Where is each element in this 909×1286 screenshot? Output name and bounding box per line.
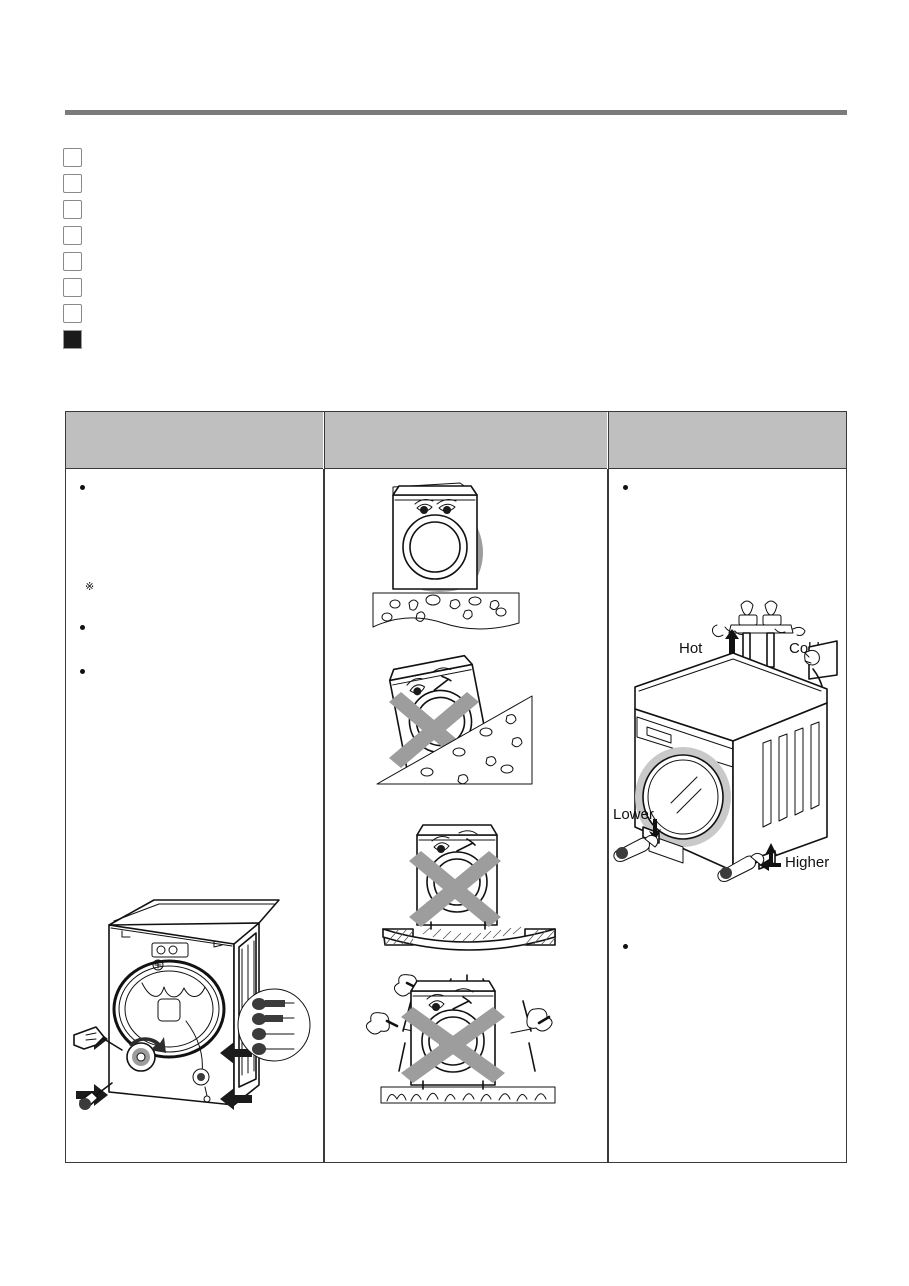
checklist-checkbox-7[interactable] — [63, 304, 82, 323]
table-divider-1 — [323, 469, 325, 1162]
label-higher: Higher — [785, 854, 829, 871]
table-divider-2 — [607, 469, 609, 1162]
header-rule — [65, 110, 847, 115]
table-header-col-3 — [608, 412, 846, 469]
table-cell-col-3: Hot Cold — [609, 469, 846, 1162]
checklist-checkbox-5[interactable] — [63, 252, 82, 271]
label-hot: Hot — [679, 640, 703, 657]
bullet-c1-2 — [80, 625, 85, 630]
bullet-c1-1 — [80, 485, 85, 490]
checklist-checkbox-2[interactable] — [63, 174, 82, 193]
connections-illustration: Hot Cold — [613, 591, 843, 882]
shipping-bolts-illustration — [73, 887, 324, 1117]
reference-mark-icon: ※ — [85, 581, 95, 593]
label-lower: Lower — [613, 806, 654, 823]
instruction-table: ※ — [65, 411, 847, 1163]
table-cell-col-2 — [325, 469, 607, 1162]
table-cell-col-1: ※ — [66, 469, 323, 1162]
sloped-floor-illustration — [367, 654, 567, 799]
bullet-c3-2 — [623, 944, 628, 949]
bullet-c1-3 — [80, 669, 85, 674]
bullet-c3-1 — [623, 485, 628, 490]
checklist-checkbox-3[interactable] — [63, 200, 82, 219]
checklist-checkbox-6[interactable] — [63, 278, 82, 297]
checklist-checkbox-4[interactable] — [63, 226, 82, 245]
checklist-checkbox-1[interactable] — [63, 148, 82, 167]
checklist — [63, 148, 82, 330]
table-header-col-2 — [324, 412, 607, 469]
carpet-vibration-illustration — [363, 961, 573, 1116]
level-floor-illustration — [365, 479, 565, 634]
table-header-col-1 — [66, 412, 323, 469]
weak-floor-illustration — [373, 817, 568, 957]
section-marker-square — [63, 330, 82, 349]
